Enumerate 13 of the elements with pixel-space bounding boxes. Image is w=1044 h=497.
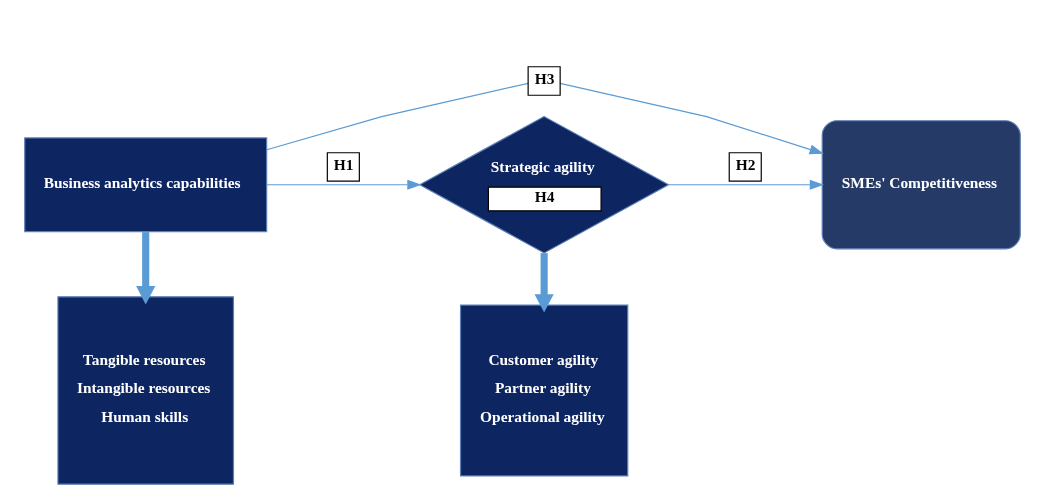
arrow: [265, 179, 422, 190]
arrow: [534, 253, 554, 313]
node-box: Tangible resources Intangible resources Human skills: [56, 296, 234, 485]
edge-label: H3: [534, 69, 554, 87]
arrow: [265, 82, 824, 155]
node-box: Business analytics capabilities: [23, 137, 267, 233]
arrow: [135, 232, 155, 305]
node-box: Customer agility Partner agility Operational agility: [459, 304, 628, 477]
arrow: [667, 179, 824, 190]
node-box: SMEs' Competitiveness: [821, 120, 1021, 250]
node-diamond: Strategic agility H4: [418, 115, 670, 254]
edge-label: H2: [735, 155, 755, 173]
edge-label: H1: [333, 155, 354, 173]
